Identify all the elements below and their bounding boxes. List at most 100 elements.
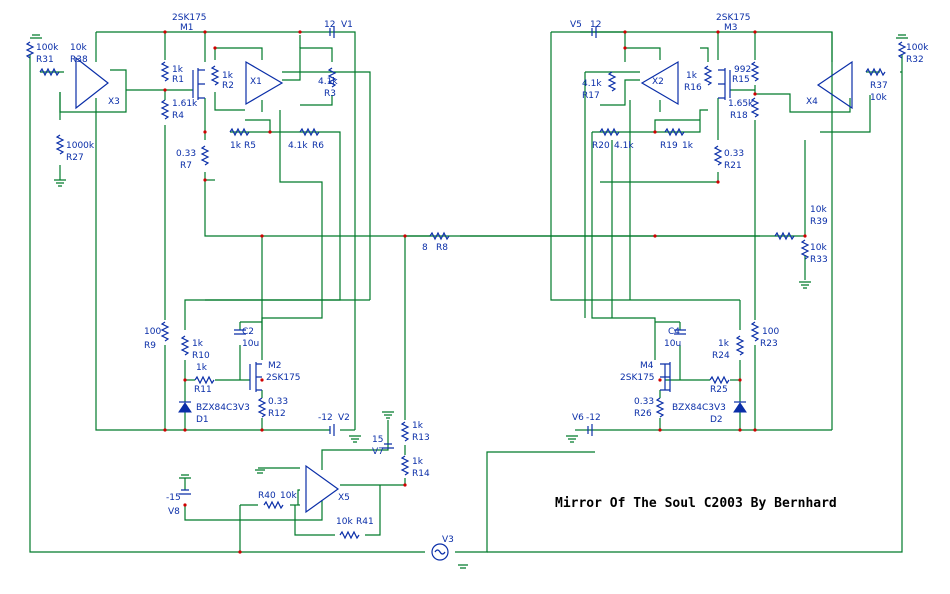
label-c4: C4 <box>668 327 680 337</box>
label-v7-val: 15 <box>372 435 383 445</box>
label-c2-val: 10u <box>242 339 259 349</box>
label-r9: R9 <box>144 341 156 351</box>
label-x3: X3 <box>108 97 120 107</box>
source-v6 <box>587 424 593 436</box>
resistor-r19 <box>664 127 685 137</box>
label-v7: V7 <box>372 447 384 457</box>
label-x4: X4 <box>806 97 818 107</box>
resistor-r12 <box>257 397 267 418</box>
resistor-r17 <box>607 71 617 92</box>
resistor-r37 <box>865 67 886 77</box>
label-r9-val: 100 <box>144 327 161 337</box>
resistor-r25 <box>709 375 730 385</box>
label-r13-val: 1k <box>412 421 424 431</box>
label-r17-val: 4.1k <box>582 79 602 89</box>
label-r2: R2 <box>222 81 234 91</box>
label-r1: R1 <box>172 75 184 85</box>
label-r14-val: 1k <box>412 457 424 467</box>
other-parts <box>30 26 908 569</box>
diode-d2 <box>733 402 747 413</box>
label-r40: R40 <box>258 491 276 501</box>
label-r41-val: 10k <box>336 517 353 527</box>
opamp-x4 <box>816 60 853 110</box>
label-r6: R6 <box>312 141 324 151</box>
label-r24: R24 <box>712 351 730 361</box>
label-v5-val: 12 <box>590 20 601 30</box>
label-r21: R21 <box>724 161 742 171</box>
mosfet-m3 <box>718 68 731 100</box>
label-d1-type: BZX84C3V3 <box>196 403 250 413</box>
opamps <box>75 56 853 514</box>
opamp-x3 <box>75 56 109 110</box>
resistor-r9 <box>160 321 170 342</box>
label-r20: R20 <box>592 141 610 151</box>
resistor-r39 <box>774 231 795 241</box>
resistor-r11 <box>194 375 215 385</box>
label-r20-val: 4.1k <box>614 141 634 151</box>
label-m1-type: 2SK175 <box>172 13 207 23</box>
label-m1: M1 <box>180 23 194 33</box>
resistor-r38 <box>39 67 60 77</box>
label-v8-val: -15 <box>166 493 181 503</box>
label-r39-val: 10k <box>810 205 827 215</box>
resistor-r18 <box>750 97 760 118</box>
resistor-r27 <box>55 134 65 155</box>
label-r33: R33 <box>810 255 828 265</box>
label-r37-val: 10k <box>870 93 887 103</box>
resistor-r6 <box>299 127 320 137</box>
label-r38-val: 10k <box>70 43 87 53</box>
label-d2-type: BZX84C3V3 <box>672 403 726 413</box>
label-r17: R17 <box>582 91 600 101</box>
resistor-r10 <box>180 335 190 356</box>
label-r37: R37 <box>870 81 888 91</box>
resistor-r3 <box>327 67 337 88</box>
label-m3-type: 2SK175 <box>716 13 751 23</box>
label-v6: V6 <box>572 413 584 423</box>
label-x2: X2 <box>652 77 664 87</box>
label-r23-val: 100 <box>762 327 779 337</box>
label-m2: M2 <box>268 361 282 371</box>
label-r38: R38 <box>70 55 88 65</box>
label-d1: D1 <box>196 415 209 425</box>
label-r39: R39 <box>810 217 828 227</box>
label-r21-val: 0.33 <box>724 149 744 159</box>
source-v1 <box>329 26 335 38</box>
label-r27: R27 <box>66 153 84 163</box>
resistor-r26 <box>655 397 665 418</box>
resistor-r8 <box>429 231 450 241</box>
label-r4: R4 <box>172 111 184 121</box>
schematic-title: Mirror Of The Soul C2003 By Bernhard <box>555 496 837 511</box>
label-r19-val: 1k <box>682 141 694 151</box>
label-v5: V5 <box>570 20 582 30</box>
label-r32-val: 100k <box>906 43 929 53</box>
mosfet-m4 <box>660 362 671 392</box>
label-r19: R19 <box>660 141 678 151</box>
label-m4: M4 <box>640 361 654 371</box>
resistor-r40 <box>263 500 284 510</box>
label-r7: R7 <box>180 161 192 171</box>
source-v8 <box>179 489 191 495</box>
label-r12-val: 0.33 <box>268 397 288 407</box>
resistor-r7 <box>200 145 210 166</box>
label-r15: R15 <box>732 75 750 85</box>
label-c4-val: 10u <box>664 339 681 349</box>
resistor-r33 <box>800 239 810 260</box>
label-r27-val: 1000k <box>66 141 95 151</box>
label-r26: R26 <box>634 409 652 419</box>
capacitor-c4 <box>674 329 686 335</box>
resistor-r13 <box>400 421 410 442</box>
mosfet-m2 <box>249 362 262 392</box>
label-r13: R13 <box>412 433 430 443</box>
resistor-r14 <box>400 455 410 476</box>
label-r5: R5 <box>244 141 256 151</box>
source-v2 <box>329 424 335 436</box>
label-r16: R16 <box>684 83 702 93</box>
source-v7 <box>382 443 394 449</box>
label-r11: R11 <box>194 385 212 395</box>
label-r8: R8 <box>436 243 448 253</box>
label-r23: R23 <box>760 339 778 349</box>
label-r16-val: 1k <box>686 71 698 81</box>
diode-d1 <box>178 402 192 413</box>
source-v3 <box>431 543 449 561</box>
label-r8-val: 8 <box>422 243 428 253</box>
